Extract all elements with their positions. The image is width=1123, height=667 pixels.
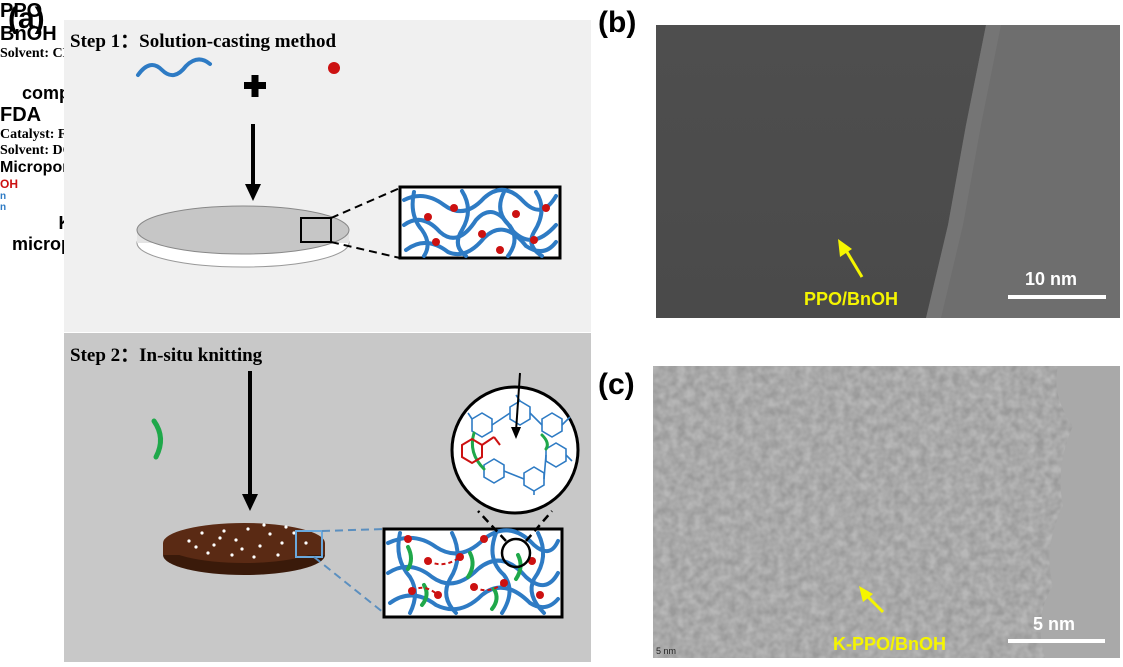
arrow-down-icon-2 [242, 494, 258, 511]
arrow-down-icon [245, 184, 261, 201]
molecular-structure-circle [450, 385, 580, 515]
step2-diagram [151, 371, 580, 619]
sem-arrow-icon [838, 239, 852, 257]
ppo-chain-icon [136, 57, 212, 78]
membrane-disk [136, 205, 350, 255]
step2-title: Step 2：In-situ knitting [70, 345, 263, 366]
bnoh-dot-icon [328, 62, 340, 74]
sem-sample-label: PPO/BnOH [804, 289, 899, 309]
fda-label: FDA [0, 104, 42, 126]
panel-label-b: (b) [598, 6, 637, 39]
n-subscript-2: n [0, 202, 7, 213]
solvent-dce-label: Solvent: DCE [0, 143, 83, 158]
zoom-square-2 [295, 530, 323, 558]
zoom-square [300, 217, 332, 243]
step1-title: Step 1：Solution-casting method [70, 31, 337, 52]
tem-arrow-icon [859, 586, 873, 602]
micropore-highlight [500, 537, 532, 569]
fda-crosslinker-icon [151, 418, 163, 460]
sem-micrograph: PPO/BnOH 10 nm [656, 25, 1120, 318]
panel-label-a: (a) [8, 2, 45, 35]
n-subscript-1: n [0, 191, 7, 202]
tem-corner-scale: 5 nm [656, 646, 677, 656]
micropore-arrow-icon [511, 427, 521, 439]
tem-sample-label: K-PPO/BnOH [833, 634, 947, 654]
panel-label-c: (c) [598, 368, 635, 401]
sem-scale-label: 10 nm [1025, 269, 1078, 289]
oh-label: OH [0, 177, 18, 191]
step1-diagram [136, 57, 562, 268]
ppo-label: PPO [0, 0, 43, 22]
tem-micrograph: K-PPO/BnOH 5 nm 5 nm [653, 366, 1120, 658]
tem-scale-label: 5 nm [1033, 614, 1076, 634]
micropore-label: Micropore [0, 159, 78, 176]
bnoh-label: BnOH [0, 23, 57, 45]
step1-panel [64, 20, 591, 332]
